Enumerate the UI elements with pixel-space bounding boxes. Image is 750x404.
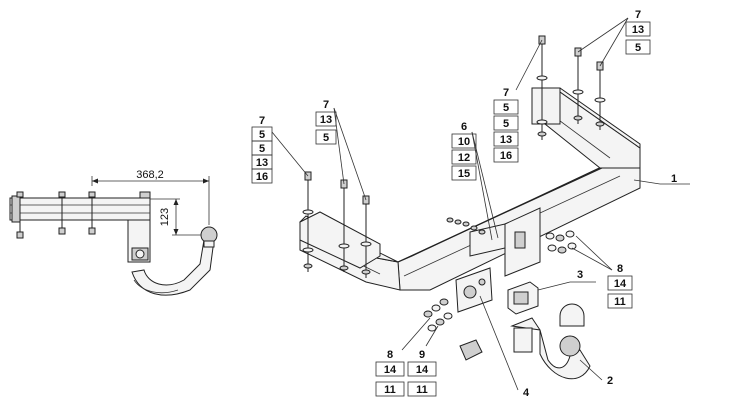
callout-bolt-center-2: 5 xyxy=(503,118,509,130)
callout-bolt-left: 7 5 5 13 16 xyxy=(251,115,273,184)
callout-bolt-top-right-1: 13 xyxy=(632,24,644,36)
crossbar-right-plate xyxy=(531,87,561,125)
tow-ball-neck xyxy=(510,317,591,380)
callout-nut-right-0: 8 xyxy=(617,263,623,275)
callout-bolt-top-right-2: 5 xyxy=(635,42,641,54)
callout-bolt-left-3: 13 xyxy=(256,157,268,169)
callout-bolt-center-1: 5 xyxy=(503,102,509,114)
ball-cover xyxy=(559,303,585,327)
callout-ball: 2 xyxy=(607,375,613,387)
callout-nut-bottom-a-1: 14 xyxy=(384,364,397,376)
callout-nut-right: 8 14 11 xyxy=(607,263,633,309)
callout-crossbar: 1 xyxy=(671,173,677,185)
lower-parts xyxy=(423,267,591,380)
leader-lines xyxy=(271,17,690,391)
callout-bolt-left-mid-0: 7 xyxy=(323,99,329,111)
callout-nut-right-2: 11 xyxy=(614,296,626,308)
callout-nut-bottom-b-2: 11 xyxy=(416,384,428,396)
tow-ball xyxy=(559,335,581,357)
callout-nut-bottom-a-0: 8 xyxy=(387,349,393,361)
callout-bolt-top-right-0: 7 xyxy=(635,9,641,21)
callout-bolt-top-right: 7 13 5 xyxy=(625,9,651,55)
side-bolts xyxy=(16,191,96,239)
cap-plug xyxy=(459,339,483,361)
callout-socket: 3 xyxy=(577,269,583,281)
crossbar-assembly xyxy=(299,87,641,291)
callout-nut-bottom-b-0: 9 xyxy=(419,349,425,361)
callout-bolt-center: 7 5 5 13 16 xyxy=(493,87,519,163)
callout-plate: 4 xyxy=(523,387,530,399)
side-view: 368,2 123 xyxy=(9,169,218,296)
callout-bolt-center-4: 16 xyxy=(500,150,512,162)
callout-nut-bottom-b: 9 14 11 xyxy=(407,349,437,397)
callout-bracket-set-3: 15 xyxy=(458,168,470,180)
callout-bracket-set-1: 10 xyxy=(458,136,470,148)
callout-bracket-set-0: 6 xyxy=(461,121,467,133)
callout-nut-bottom-a: 8 14 11 xyxy=(375,349,405,397)
callout-bolt-left-2: 5 xyxy=(259,143,265,155)
side-frame-rail xyxy=(9,197,151,221)
dimension-height-value: 123 xyxy=(159,208,171,226)
callout-bolt-center-0: 7 xyxy=(503,87,509,99)
center-nuts xyxy=(446,217,486,235)
callout-bolt-left-mid: 7 13 5 xyxy=(315,99,337,145)
callout-bolt-left-mid-1: 13 xyxy=(320,114,332,126)
dimension-width: 368,2 xyxy=(91,169,210,225)
crossbar-left-plate xyxy=(299,211,381,269)
callout-nut-right-1: 14 xyxy=(614,278,627,290)
callout-bolt-left-4: 16 xyxy=(256,171,268,183)
dimension-height: 123 xyxy=(150,198,201,236)
right-nuts xyxy=(545,230,577,254)
dimension-width-value: 368,2 xyxy=(136,169,164,181)
callout-bracket-set-2: 12 xyxy=(458,152,470,164)
side-end-plate xyxy=(11,195,21,223)
callout-bolt-left-1: 5 xyxy=(259,129,265,141)
callout-bracket-set: 6 10 12 15 xyxy=(451,121,477,181)
callout-nut-bottom-b-1: 14 xyxy=(416,364,429,376)
callout-bolt-left-mid-2: 5 xyxy=(323,132,329,144)
callout-bolt-center-3: 13 xyxy=(500,134,512,146)
callout-bolt-left-0: 7 xyxy=(259,115,265,127)
callout-nut-bottom-a-2: 11 xyxy=(384,384,396,396)
